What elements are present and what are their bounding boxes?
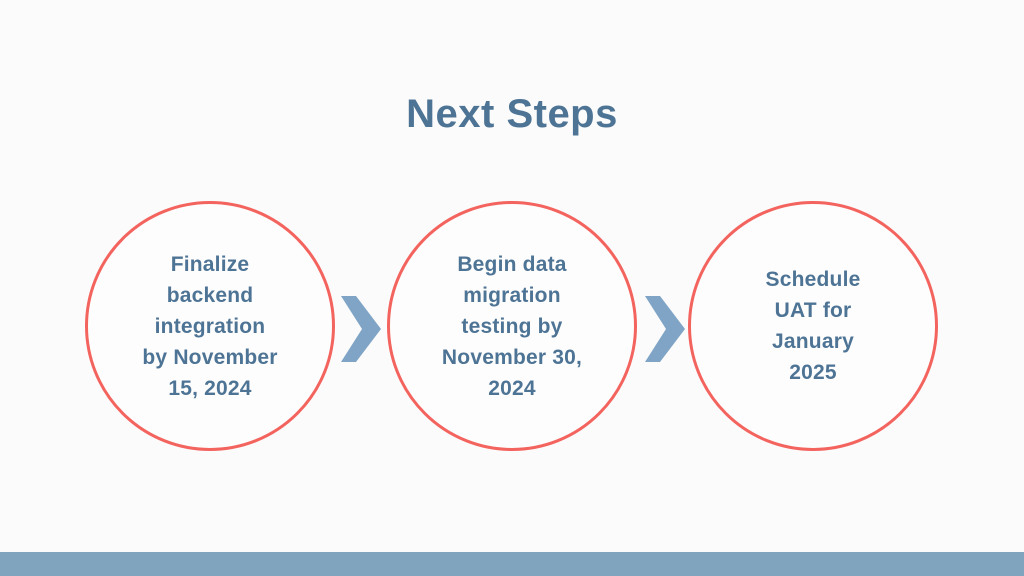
chevron-right-icon (645, 296, 685, 362)
slide-title: Next Steps (406, 92, 618, 136)
step-circle-3: Schedule UAT for January 2025 (688, 201, 938, 451)
chevron-right-icon (341, 296, 381, 362)
footer-accent-bar (0, 552, 1024, 576)
step-3-text: Schedule UAT for January 2025 (765, 268, 861, 384)
step-2-text: Begin data migration testing by November… (441, 252, 583, 400)
step-circle-2: Begin data migration testing by November… (387, 201, 637, 451)
step-1-text: Finalize backend integration by November… (142, 252, 278, 400)
step-circle-1: Finalize backend integration by November… (85, 201, 335, 451)
